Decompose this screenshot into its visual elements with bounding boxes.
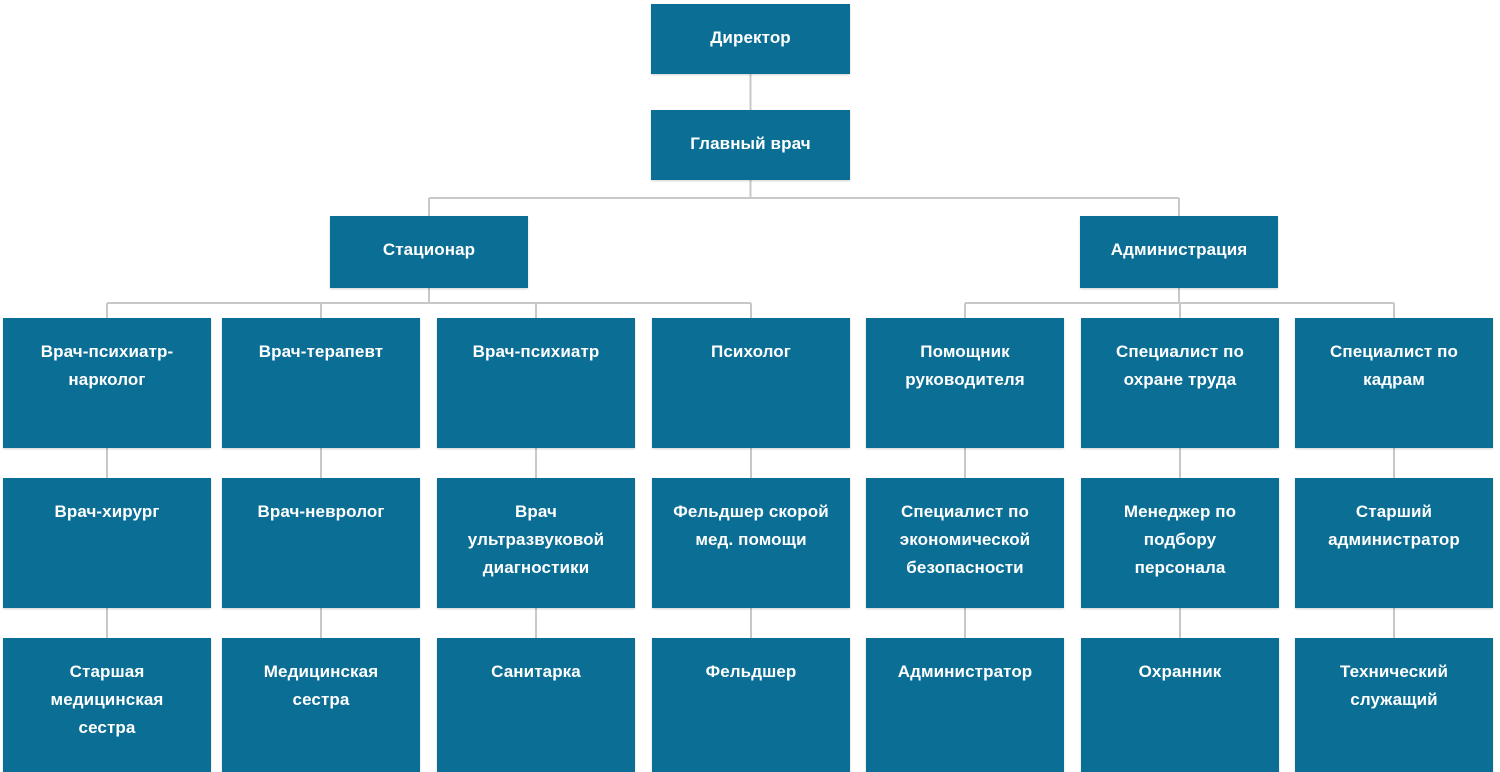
org-node-label: Психолог <box>711 342 791 361</box>
org-node-chief-doctor[interactable]: Главный врач <box>651 110 850 180</box>
org-node-orderly[interactable]: Санитарка <box>437 638 635 772</box>
org-node-neurologist[interactable]: Врач-невролог <box>222 478 420 608</box>
org-node-label: Медицинская сестра <box>263 662 379 709</box>
org-node-paramedic[interactable]: Фельдшер <box>652 638 850 772</box>
org-node-assistant-head[interactable]: Помощник руководителя <box>866 318 1064 448</box>
org-node-label: Фельдшер <box>705 662 797 681</box>
org-node-surgeon[interactable]: Врач-хирург <box>3 478 211 608</box>
org-node-label: Охранник <box>1138 662 1222 681</box>
org-node-label: Главный врач <box>690 134 811 153</box>
org-node-psychologist[interactable]: Психолог <box>652 318 850 448</box>
org-node-administrator[interactable]: Администратор <box>866 638 1064 772</box>
org-node-label: Технический служащий <box>1339 662 1448 709</box>
org-node-security-guard[interactable]: Охранник <box>1081 638 1279 772</box>
org-node-nurse[interactable]: Медицинская сестра <box>222 638 420 772</box>
org-node-label: Администратор <box>897 662 1033 681</box>
org-node-senior-admin[interactable]: Старший администратор <box>1295 478 1493 608</box>
org-node-label: Специалист по охране труда <box>1115 342 1245 389</box>
org-node-label: Помощник руководителя <box>905 342 1025 389</box>
org-node-label: Врач-психиатр <box>472 342 600 361</box>
org-node-label: Специалист по кадрам <box>1329 342 1459 389</box>
org-node-hr-specialist[interactable]: Специалист по кадрам <box>1295 318 1493 448</box>
org-node-recruiter[interactable]: Менеджер по подбору персонала <box>1081 478 1279 608</box>
org-node-ultrasound[interactable]: Врач ультразвуковой диагностики <box>437 478 635 608</box>
org-node-label: Фельдшер скорой мед. помощи <box>673 502 829 549</box>
org-node-label: Врач-невролог <box>257 502 385 521</box>
org-node-label: Старший администратор <box>1328 502 1460 549</box>
org-node-paramedic-emerg[interactable]: Фельдшер скорой мед. помощи <box>652 478 850 608</box>
org-node-label: Врач ультразвуковой диагностики <box>467 502 605 577</box>
org-node-labor-safety[interactable]: Специалист по охране труда <box>1081 318 1279 448</box>
org-node-label: Старшая медицинская сестра <box>50 662 164 737</box>
org-node-label: Врач-психиатр- нарколог <box>40 342 174 389</box>
org-node-administration[interactable]: Администрация <box>1080 216 1278 288</box>
org-node-head-nurse[interactable]: Старшая медицинская сестра <box>3 638 211 772</box>
org-node-label: Директор <box>710 28 791 47</box>
org-node-technical-staff[interactable]: Технический служащий <box>1295 638 1493 772</box>
org-node-label: Врач-терапевт <box>258 342 384 361</box>
org-node-econ-security[interactable]: Специалист по экономической безопасности <box>866 478 1064 608</box>
org-node-label: Администрация <box>1110 240 1248 259</box>
org-node-director[interactable]: Директор <box>651 4 850 74</box>
org-node-label: Стационар <box>382 240 476 259</box>
org-node-label: Врач-хирург <box>54 502 160 521</box>
org-node-hospital[interactable]: Стационар <box>330 216 528 288</box>
org-node-label: Санитарка <box>491 662 581 681</box>
org-node-therapist[interactable]: Врач-терапевт <box>222 318 420 448</box>
org-node-label: Специалист по экономической безопасности <box>899 502 1031 577</box>
org-node-psychiatrist[interactable]: Врач-психиатр <box>437 318 635 448</box>
org-node-psychiatrist-narcologist[interactable]: Врач-психиатр- нарколог <box>3 318 211 448</box>
org-node-label: Менеджер по подбору персонала <box>1123 502 1237 577</box>
